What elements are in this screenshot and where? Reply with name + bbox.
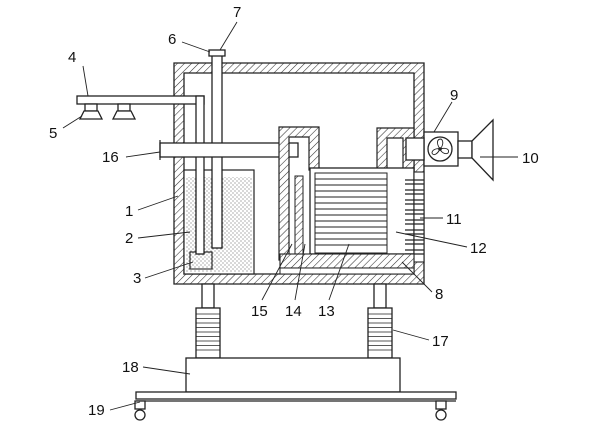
- label-7: 7: [233, 4, 241, 21]
- label-17: 17: [432, 333, 449, 350]
- base-block: [185, 357, 401, 393]
- pipe-cap: [208, 49, 226, 57]
- label-18: 18: [122, 359, 139, 376]
- label-12: 12: [470, 240, 487, 257]
- label-15: 15: [251, 303, 268, 320]
- spray-nozzle: [111, 103, 137, 120]
- caster-wheels: [134, 400, 447, 421]
- filter-cartridge: [309, 167, 415, 255]
- spray-pipe-system: [76, 95, 205, 255]
- support-legs: [195, 283, 393, 359]
- label-16: 16: [102, 149, 119, 166]
- baffle-plate: [294, 175, 304, 261]
- fan-icon: [431, 138, 450, 156]
- inlet-duct: [159, 140, 299, 160]
- base-platform: [135, 391, 457, 402]
- spray-nozzle: [78, 103, 104, 120]
- label-4: 4: [68, 49, 76, 66]
- label-5: 5: [49, 125, 57, 142]
- drain-plate: [279, 253, 415, 275]
- label-10: 10: [522, 150, 539, 167]
- label-3: 3: [133, 270, 141, 287]
- spray-pipe: [76, 95, 205, 105]
- label-2: 2: [125, 230, 133, 247]
- label-11: 11: [446, 211, 462, 228]
- label-19: 19: [88, 402, 105, 419]
- label-1: 1: [125, 203, 133, 220]
- caster-wheel: [134, 400, 146, 421]
- label-9: 9: [450, 87, 458, 104]
- label-14: 14: [285, 303, 302, 320]
- label-8: 8: [435, 286, 443, 303]
- spray-pipe-vertical: [195, 95, 205, 255]
- exhaust-fan: [405, 131, 459, 167]
- leader-lines: [62, 21, 518, 411]
- caster-wheel: [435, 400, 447, 421]
- label-6: 6: [168, 31, 176, 48]
- outlet-horn: [457, 118, 494, 182]
- part-labels: 4 5 6 7 16 1 2 3 9 10 11 12 8 13 14 15 1…: [49, 4, 539, 419]
- label-13: 13: [318, 303, 335, 320]
